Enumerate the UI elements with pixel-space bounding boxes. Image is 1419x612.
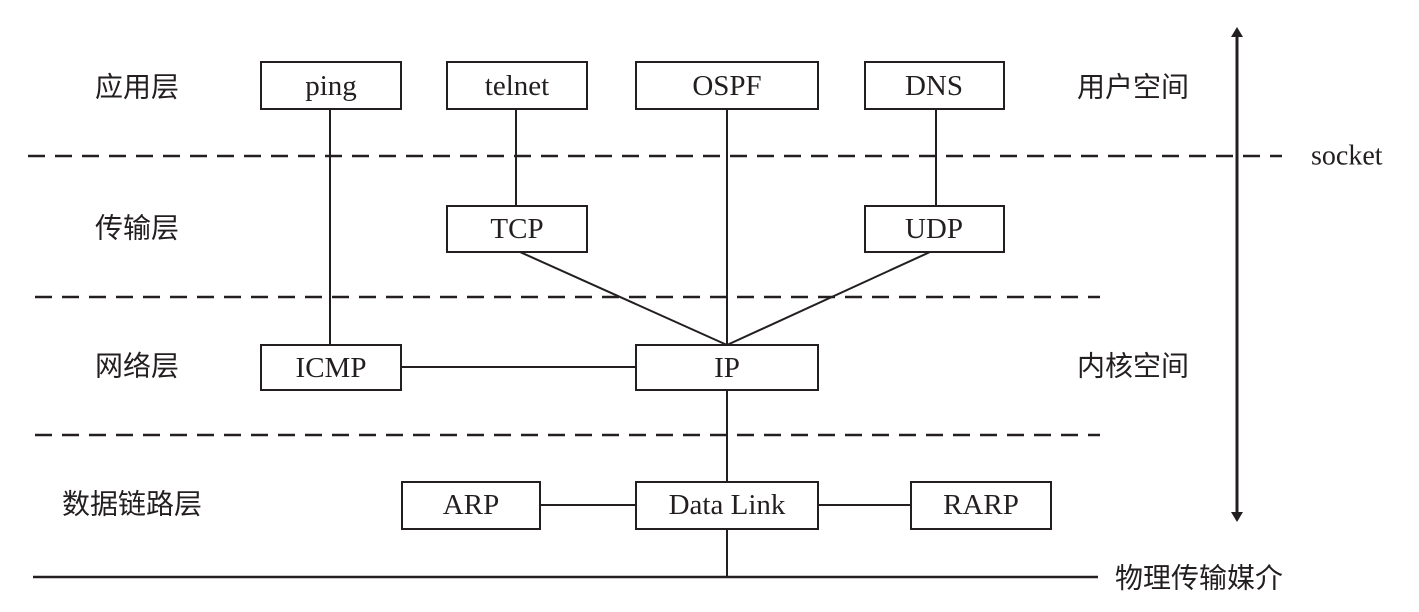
icmp-box: ICMP [260,344,402,391]
arp-label: ARP [443,489,499,521]
icmp-label: ICMP [296,352,367,384]
datalink-layer-label: 数据链路层 [62,488,202,521]
dns-box: DNS [864,61,1005,110]
user-space-label: 用户空间 [1077,71,1189,104]
udp-ip-connector [726,251,931,346]
datalink-label: Data Link [669,489,786,521]
telnet-box: telnet [446,61,588,110]
datalink-box: Data Link [635,481,819,530]
socket-label: socket [1311,141,1383,172]
physical-medium-label: 物理传输媒介 [1115,562,1283,595]
application-layer-label: 应用层 [95,71,179,104]
ip-box: IP [635,344,819,391]
udp-box: UDP [864,205,1005,253]
kernel-space-label: 内核空间 [1077,350,1189,383]
tcp-box: TCP [446,205,588,253]
ping-label: ping [305,70,357,102]
ospf-label: OSPF [692,70,761,102]
network-layer-label: 网络层 [95,350,179,383]
telnet-label: telnet [485,70,549,102]
ping-box: ping [260,61,402,110]
ospf-box: OSPF [635,61,819,110]
tcp-label: TCP [490,213,543,245]
rarp-box: RARP [910,481,1052,530]
transport-layer-label: 传输层 [95,212,179,245]
rarp-label: RARP [943,489,1019,521]
arp-box: ARP [401,481,541,530]
udp-label: UDP [905,213,963,245]
ip-label: IP [714,352,740,384]
tcp-ip-connector [519,251,728,346]
dns-label: DNS [905,70,963,102]
